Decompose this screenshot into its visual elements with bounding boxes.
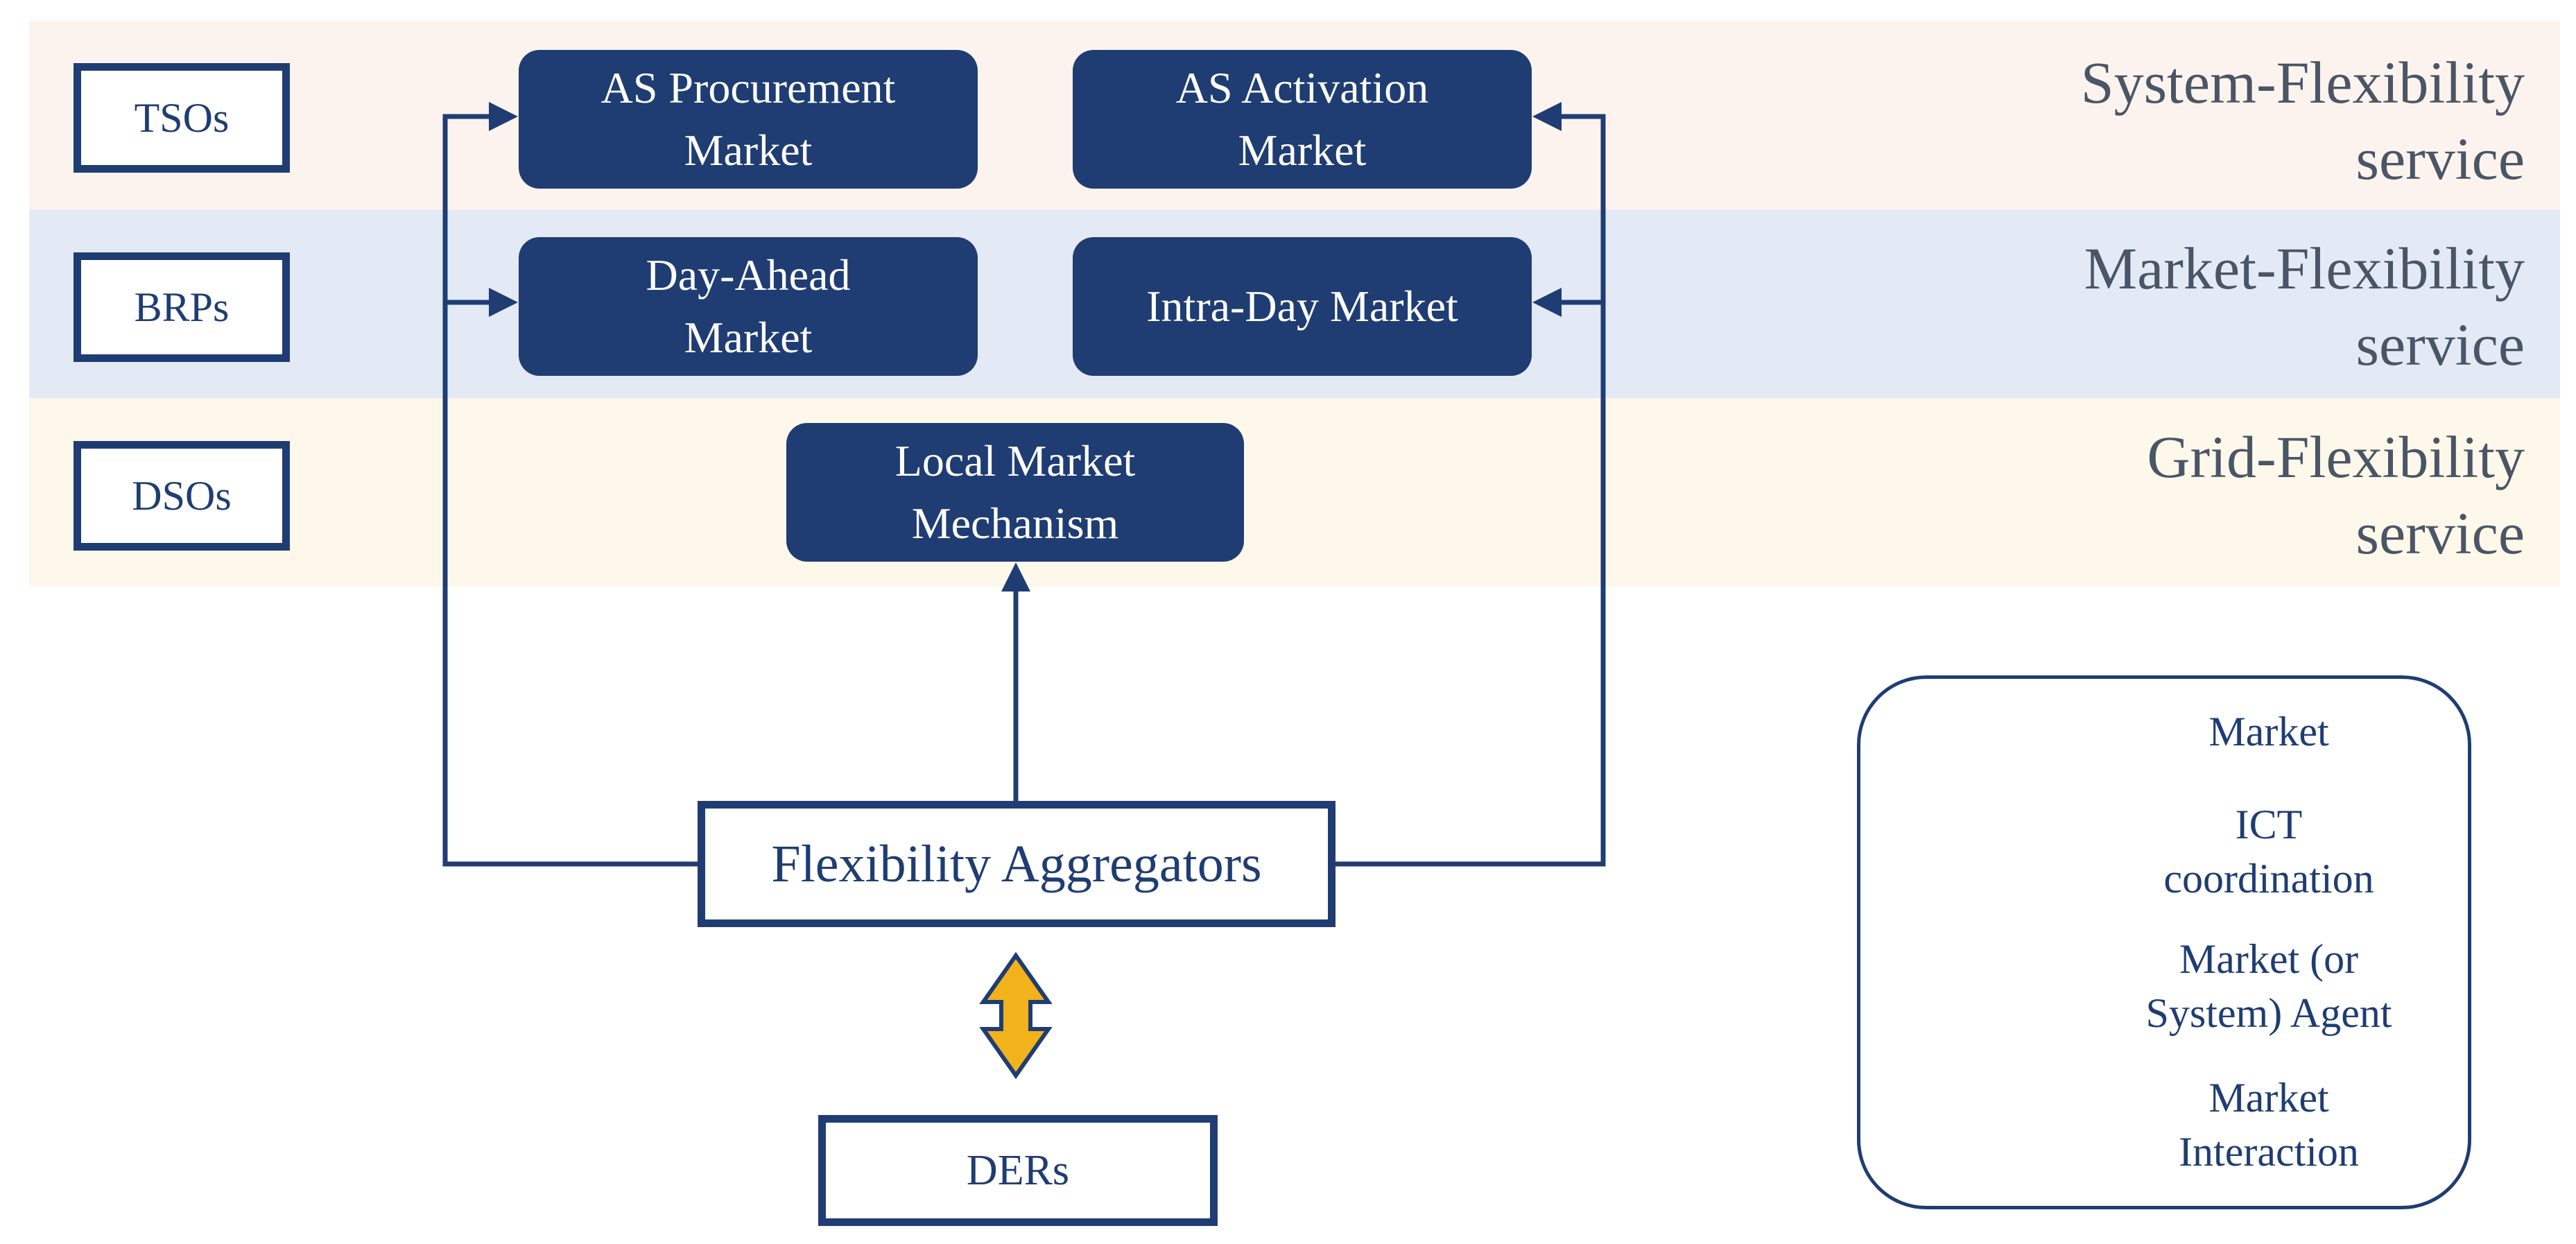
flexibility-aggregators-label: Flexibility Aggregators xyxy=(771,834,1262,893)
legend-agent-label: Market (or System) Agent xyxy=(2145,936,2392,1036)
dsos-box: DSOs xyxy=(74,441,290,551)
local-market-mechanism: Local Market Mechanism xyxy=(786,423,1244,562)
system-flexibility-service-label: System-Flexibility service xyxy=(2080,49,2525,192)
brps-label: BRPs xyxy=(134,284,230,330)
ders-box: DERs xyxy=(818,1115,1218,1226)
grid-flexibility-service-label: Grid-Flexibility service xyxy=(2147,424,2525,567)
as-procurement-market: AS Procurement Market xyxy=(519,50,978,189)
tsos-box: TSOs xyxy=(74,63,290,173)
day-ahead-market: Day-Ahead Market xyxy=(519,237,978,376)
market-flexibility-service-label: Market-Flexibility service xyxy=(2084,235,2525,378)
as-activation-market: AS Activation Market xyxy=(1073,50,1532,189)
intra-day-market: Intra-Day Market xyxy=(1073,237,1532,376)
left-connector-line xyxy=(442,102,702,867)
brps-box: BRPs xyxy=(74,252,290,362)
dso-layer-band xyxy=(29,398,2560,587)
legend-interaction-label: Market Interaction xyxy=(2179,1075,2359,1175)
legend xyxy=(1857,675,2471,1209)
flexibility-aggregators-box: Flexibility Aggregators xyxy=(698,801,1335,927)
right-connector-line xyxy=(1334,102,1606,867)
ict-double-arrow-icon xyxy=(979,951,1053,1080)
tsos-label: TSOs xyxy=(134,94,230,141)
legend-ict-label: ICT coordination xyxy=(2163,802,2374,901)
dsos-label: DSOs xyxy=(132,472,232,519)
legend-market-label: Market xyxy=(2208,709,2329,754)
ders-label: DERs xyxy=(966,1146,1070,1194)
